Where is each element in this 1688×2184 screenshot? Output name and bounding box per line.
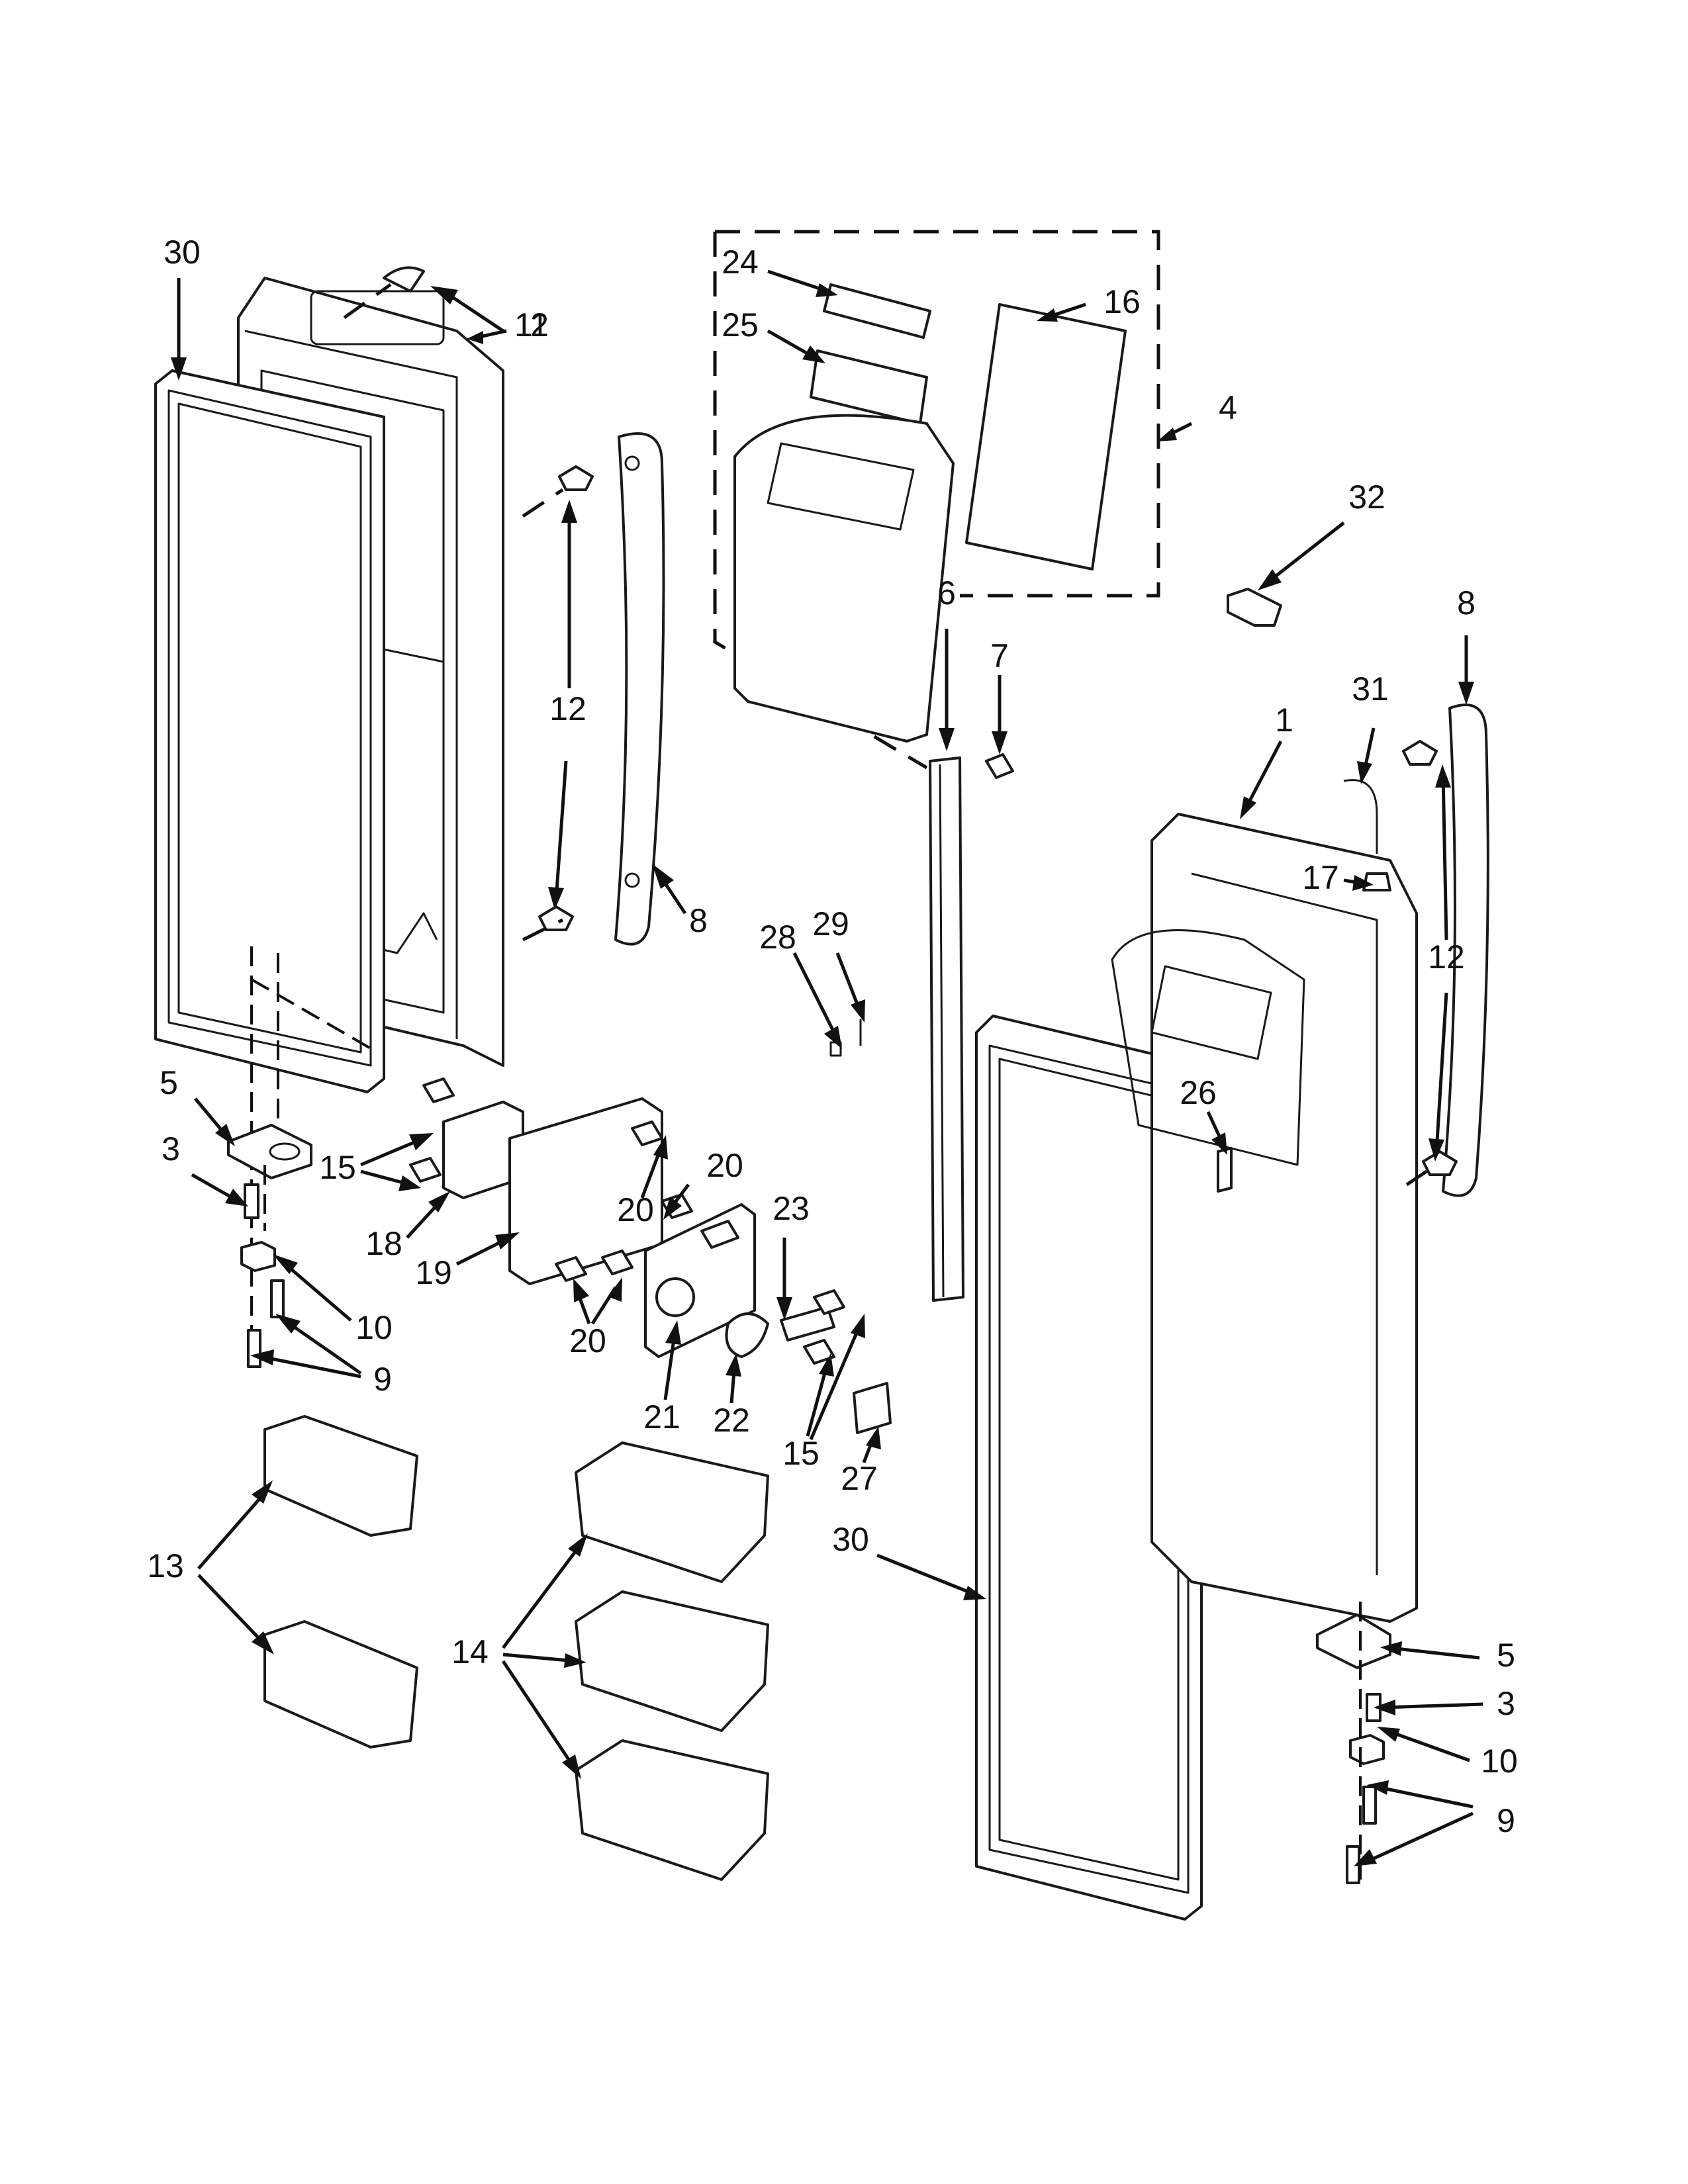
callout-20-top: 20 bbox=[706, 1147, 743, 1184]
part-22-fan bbox=[725, 1312, 769, 1358]
callout-1: 1 bbox=[1275, 702, 1293, 739]
callout-10-right: 10 bbox=[1481, 1743, 1518, 1780]
callout-4: 4 bbox=[1219, 389, 1237, 426]
callout-23: 23 bbox=[773, 1190, 810, 1227]
callout-21: 21 bbox=[643, 1398, 680, 1435]
callout-14: 14 bbox=[451, 1633, 489, 1670]
callout-9-right: 9 bbox=[1497, 1802, 1515, 1839]
callout-6: 6 bbox=[937, 574, 956, 612]
leader-lines bbox=[171, 269, 1483, 1866]
part-26-switch bbox=[1217, 1147, 1233, 1193]
callout-5-right: 5 bbox=[1497, 1637, 1515, 1674]
right-door-gasket bbox=[975, 1015, 1203, 1921]
callout-22: 22 bbox=[713, 1402, 750, 1439]
part-25-trim bbox=[810, 349, 928, 425]
part-21-motor-plate bbox=[644, 1203, 756, 1358]
callout-32: 32 bbox=[1348, 478, 1385, 516]
callout-13: 13 bbox=[147, 1547, 184, 1584]
callout-26: 26 bbox=[1180, 1074, 1217, 1111]
part-1-right-door-liner bbox=[1111, 813, 1418, 1623]
left-door-gasket bbox=[154, 369, 385, 1093]
callout-2: 2 bbox=[530, 306, 549, 343]
part-27-cover bbox=[853, 1382, 892, 1434]
part-13-door-bins bbox=[263, 1415, 418, 1749]
part-31-tube bbox=[1343, 779, 1378, 854]
callout-12-right: 12 bbox=[1428, 938, 1465, 976]
part-8-left-handle bbox=[522, 432, 665, 946]
callout-30-left: 30 bbox=[164, 234, 201, 271]
part-16-panel bbox=[965, 303, 1127, 570]
callout-12-left: 12 bbox=[549, 690, 586, 727]
callout-27: 27 bbox=[841, 1460, 878, 1497]
callout-29: 29 bbox=[812, 905, 849, 942]
callout-19: 19 bbox=[415, 1254, 452, 1291]
part-6-mullion bbox=[929, 756, 964, 1302]
left-hinge-assembly bbox=[227, 1124, 312, 1368]
part-8-right-handle bbox=[1402, 704, 1489, 1197]
callout-17: 17 bbox=[1302, 859, 1339, 896]
part-24-frame bbox=[823, 283, 931, 339]
callout-25: 25 bbox=[722, 306, 759, 343]
callout-20-bottom: 20 bbox=[569, 1322, 606, 1359]
part-7-screw bbox=[985, 753, 1014, 779]
callout-8-left: 8 bbox=[689, 902, 708, 939]
callout-30-right: 30 bbox=[832, 1521, 869, 1558]
part-23-bracket bbox=[780, 1289, 845, 1365]
callout-9-left: 9 bbox=[373, 1361, 392, 1398]
part-11-clip bbox=[343, 266, 425, 320]
callout-15-left: 15 bbox=[319, 1149, 356, 1186]
callout-31: 31 bbox=[1352, 670, 1389, 707]
callout-3-right: 3 bbox=[1497, 1685, 1515, 1722]
callout-3-left: 3 bbox=[162, 1130, 180, 1167]
callout-8-right: 8 bbox=[1457, 584, 1476, 621]
part-14-door-bins bbox=[575, 1441, 769, 1881]
callout-20-mid: 20 bbox=[617, 1191, 654, 1228]
right-hinge-assembly bbox=[1316, 1602, 1391, 1884]
callout-labels: 30 11 2 12 8 5 3 15 18 19 10 9 13 14 24 … bbox=[147, 234, 1518, 1839]
callout-7: 7 bbox=[990, 637, 1009, 674]
callout-11: 11 bbox=[514, 306, 549, 343]
callout-16: 16 bbox=[1103, 283, 1141, 320]
callout-15-right: 15 bbox=[782, 1435, 820, 1472]
callout-24: 24 bbox=[722, 244, 759, 281]
dispenser-housing bbox=[733, 414, 955, 743]
callout-10-left: 10 bbox=[355, 1309, 393, 1346]
part-32-plug bbox=[1227, 588, 1282, 627]
callout-18: 18 bbox=[365, 1225, 402, 1262]
callout-28: 28 bbox=[759, 919, 796, 956]
callout-5-left: 5 bbox=[160, 1064, 178, 1101]
